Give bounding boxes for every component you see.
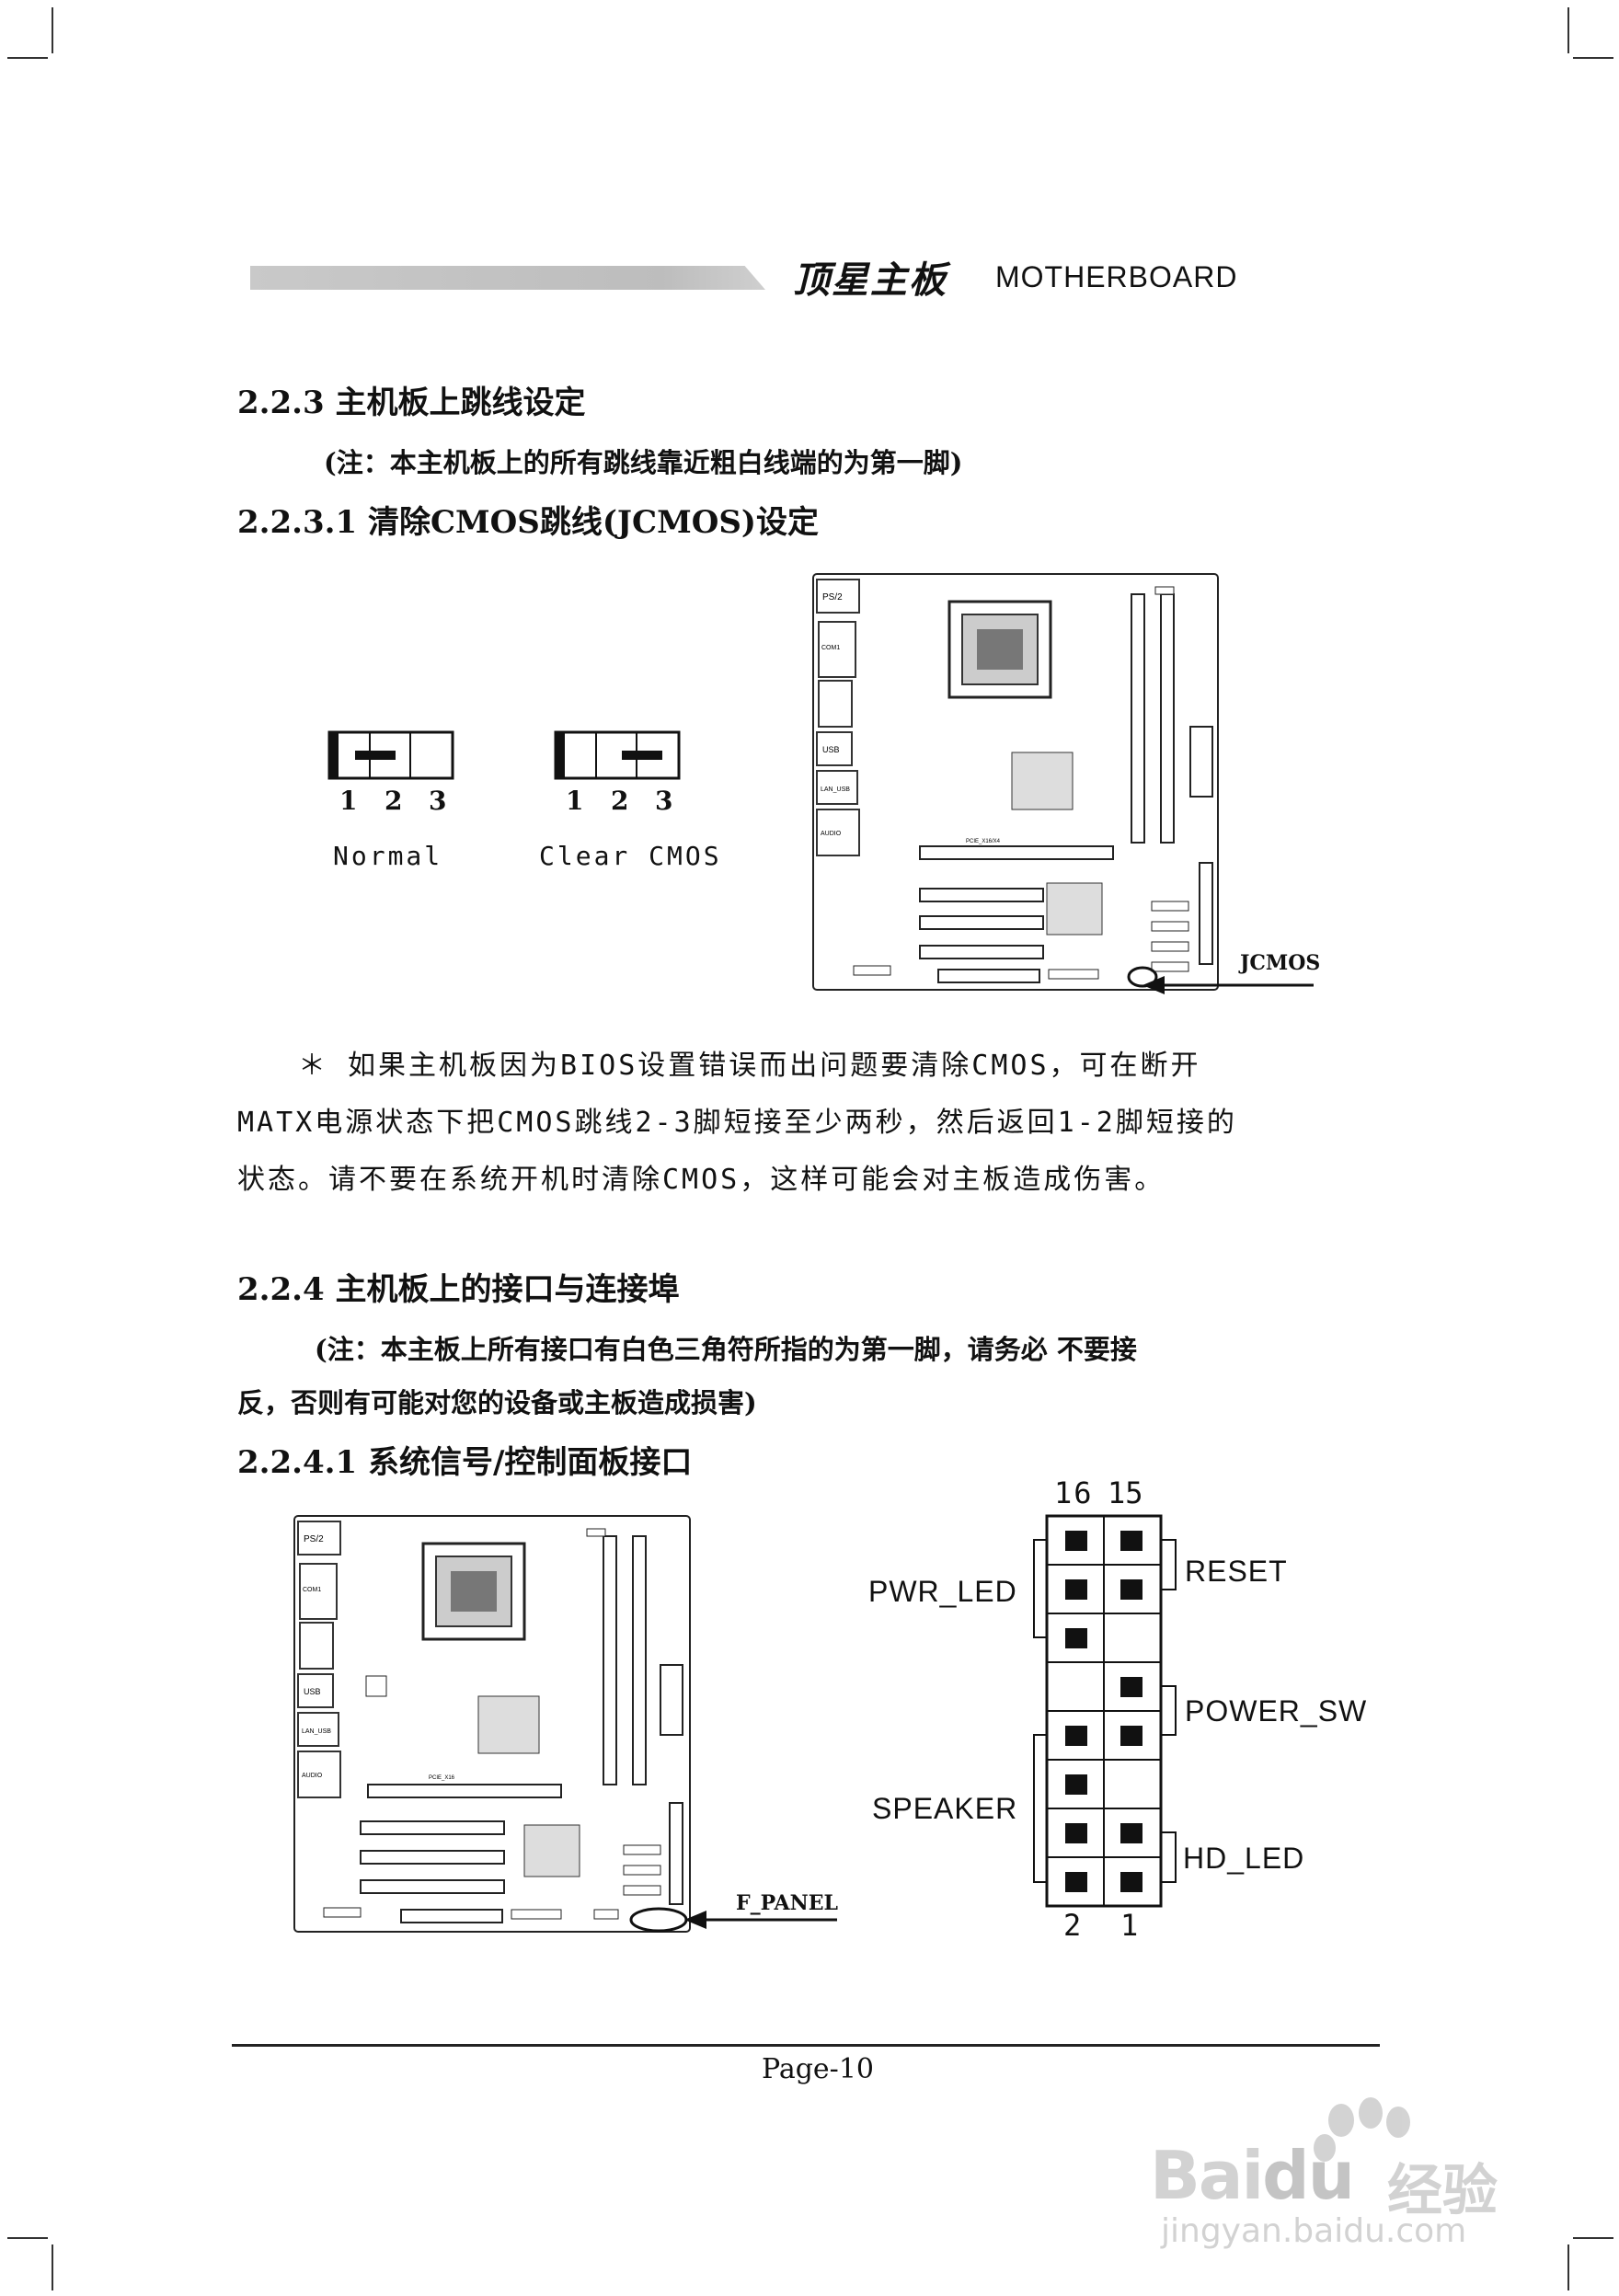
crop-mark [1567,7,1569,53]
crop-mark [7,57,48,59]
board1-com-label: COM1 [821,645,840,651]
crop-mark [52,7,53,53]
section-2231-title: 2.2.3.1 清除CMOS跳线(JCMOS)设定 [237,504,819,541]
fpanel-callout: F_PANEL [736,1891,838,1915]
header-bar [250,266,765,290]
jumper-clear-pin-1: 1 [566,786,584,816]
section-2241-title: 2.2.4.1 系统信号/控制面板接口 [237,1444,693,1481]
watermark-logo-du: du [1262,2137,1355,2214]
pin-number-2: 2 [1063,1908,1082,1943]
jcmos-callout: JCMOS [1240,951,1321,975]
pin-number-15: 15 [1108,1475,1143,1510]
jumper-clear-caption: Clear CMOS [539,841,722,871]
section-224-title: 2.2.4 主机板上的接口与连接埠 [237,1271,680,1308]
motherboard-diagram-jcmos: PS/2 COM1 USB LAN_USB AUDIO PCIE_X16/X4 [812,573,1219,991]
crop-mark [1567,2244,1569,2290]
jumper-normal-caption: Normal [333,841,443,871]
brand-cn: 顶星主板 [793,259,947,302]
pin-number-1: 1 [1120,1908,1139,1943]
motherboard-diagram-fpanel: PS/2 COM1 USB LAN_USB AUDIO PCIE_X16 [293,1515,691,1933]
board1-lan-label: LAN_USB [821,786,850,793]
board1-usb-label: USB [822,745,840,754]
board1-audio-label: AUDIO [821,831,842,837]
baidu-paw-logo-icon [1314,2097,1410,2162]
jcmos-paragraph: ＊ 如果主机板因为BIOS设置错误而出问题要清除CMOS，可在断开 MATX电源… [237,1038,1396,1209]
jumper-normal-pin-2: 2 [385,786,403,816]
board2-usb-label: USB [304,1687,321,1696]
board2-ps2-label: PS/2 [304,1534,324,1544]
crop-mark [52,2244,53,2290]
fpanel-arrow [684,1911,837,1929]
jumper-normal-diagram [327,730,454,780]
jumper-normal-pin-3: 3 [429,786,447,816]
paragraph-line: 状态。请不要在系统开机时清除CMOS，这样可能会对主板造成伤害。 [237,1164,1165,1196]
fpanel-pin-diagram [1033,1514,1177,1908]
jumper-clear-diagram [554,730,681,780]
baidu-jingyan-watermark: Baidu 经验 jingyan.baidu.com [1150,2093,1536,2258]
label-hd-led: HD_LED [1183,1842,1305,1875]
pin-number-16: 16 [1054,1475,1094,1510]
board1-pcie-label: PCIE_X16/X4 [966,839,1001,844]
jumper-clear-pin-2: 2 [611,786,629,816]
section-224-note-line1: (注：本主板上所有接口有白色三角符所指的为第一脚，请务必 不要接 [315,1334,1137,1365]
crop-mark [1573,2237,1613,2239]
section-223-title: 2.2.3 主机板上跳线设定 [237,385,586,421]
page-number: Page-10 [762,2053,874,2085]
watermark-logo-cn: 经验 [1387,2159,1498,2223]
section-224-note-line2: 反，否则有可能对您的设备或主板造成损害) [237,1387,757,1418]
watermark-logo-bai: Bai [1150,2137,1264,2214]
board2-pcie-label: PCIE_X16 [429,1775,455,1781]
label-power-sw: POWER_SW [1185,1694,1368,1728]
board2-audio-label: AUDIO [302,1773,323,1779]
section-223-note: (注：本主机板上的所有跳线靠近粗白线端的为第一脚) [324,447,963,478]
jumper-clear-pin-3: 3 [655,786,673,816]
paragraph-line: ＊ 如果主机板因为BIOS设置错误而出问题要清除CMOS，可在断开 [298,1050,1201,1082]
paragraph-line: MATX电源状态下把CMOS跳线2-3脚短接至少两秒，然后返回1-2脚短接的 [237,1107,1237,1139]
jcmos-arrow [1142,976,1314,994]
watermark-url: jingyan.baidu.com [1161,2212,1467,2250]
jumper-normal-pin-1: 1 [339,786,358,816]
board2-lan-label: LAN_USB [302,1728,331,1735]
board2-com-label: COM1 [303,1587,321,1593]
footer-rule [232,2044,1380,2047]
label-speaker: SPEAKER [872,1792,1018,1825]
board1-ps2-label: PS/2 [822,592,843,603]
watermark-logo-text: Baidu [1150,2137,1355,2214]
label-pwr-led: PWR_LED [868,1575,1017,1608]
label-reset: RESET [1185,1555,1288,1588]
crop-mark [1573,57,1613,59]
crop-mark [7,2237,48,2239]
brand-en: MOTHERBOARD [995,260,1238,293]
